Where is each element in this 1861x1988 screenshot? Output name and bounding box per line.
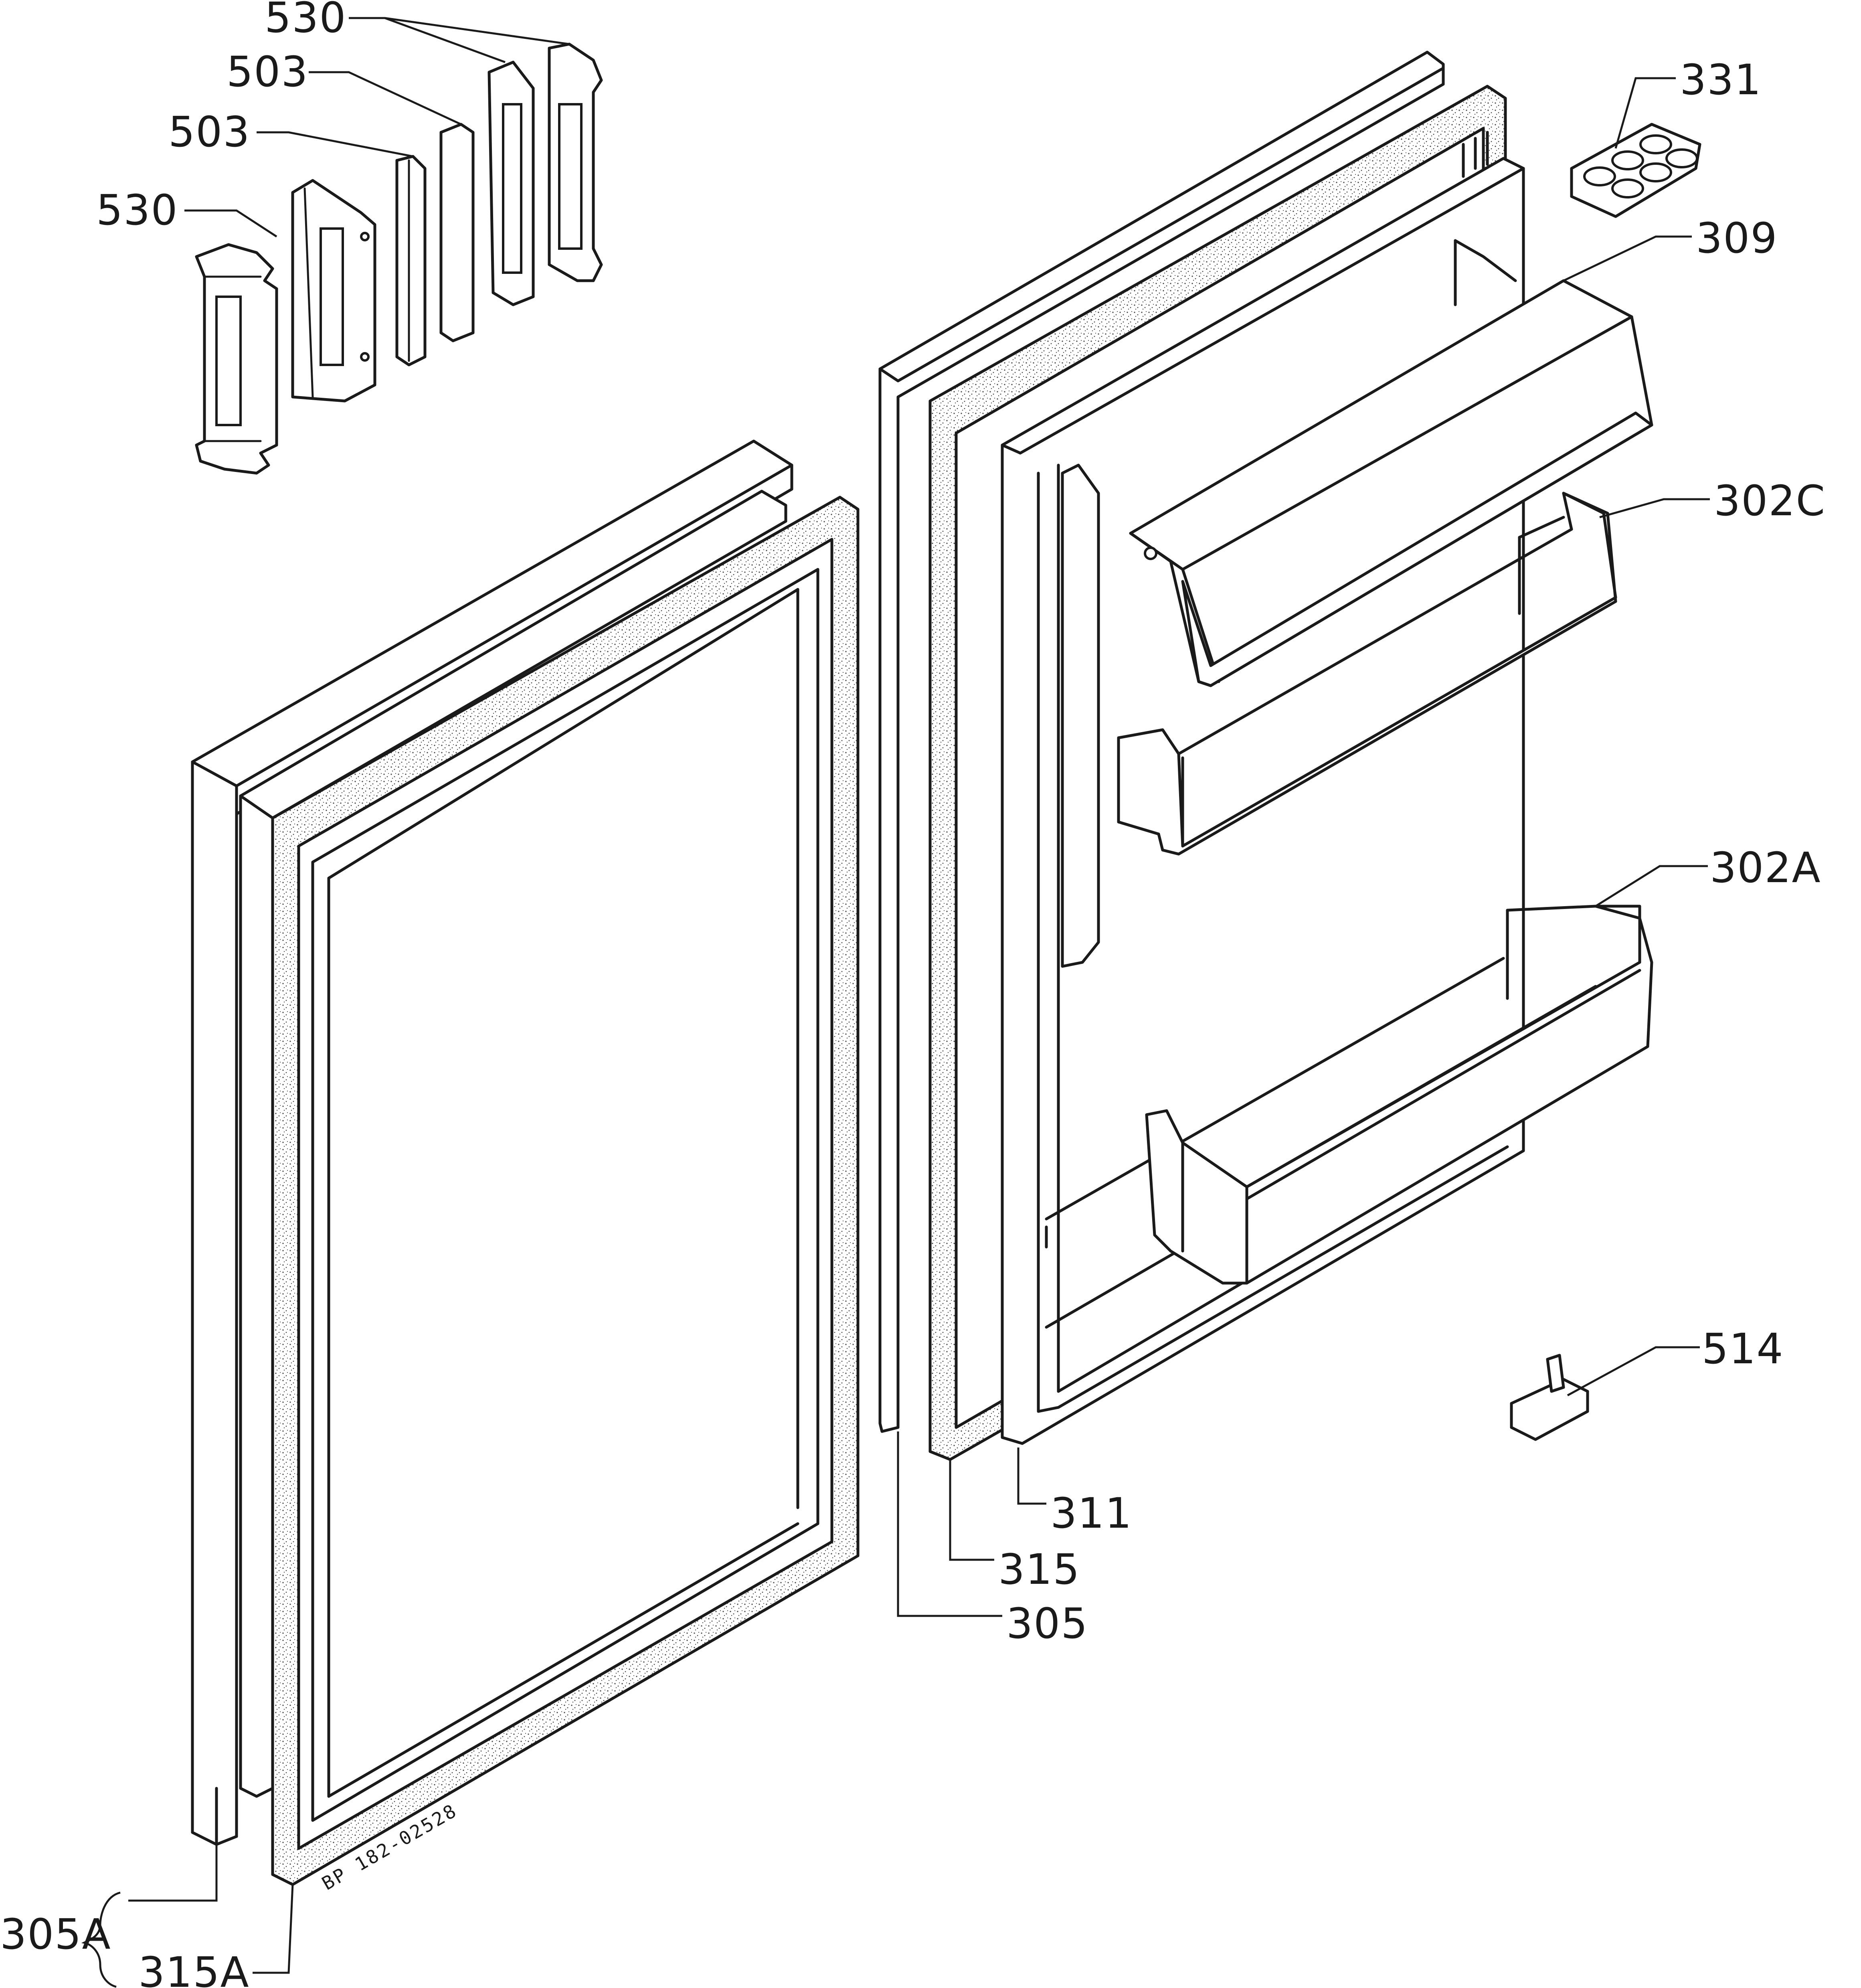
strip-503-top [439,123,475,342]
outer-door-panel-305 [878,51,1445,1433]
hinge-530-left [195,243,278,475]
label-503-top: 503 [227,47,309,96]
label-302C: 302C [1714,476,1826,525]
label-305A: 305A [0,1910,111,1959]
hinge-cover-503-top [488,61,535,306]
label-530-left: 530 [96,186,178,235]
label-331: 331 [1680,55,1762,104]
label-311: 311 [1050,1489,1133,1538]
leader-lines [81,17,1710,1988]
label-302A: 302A [1710,843,1821,892]
label-315A: 315A [138,1948,250,1988]
hinge-530-top [548,43,603,282]
door-shelf-302A [1145,905,1653,1285]
label-530-top: 530 [265,0,347,42]
label-315: 315 [998,1545,1080,1594]
outer-door-panel-305A [191,439,793,1846]
hinge-cover-503-left [291,179,376,403]
strip-503-middle [395,155,427,366]
label-503-mid: 503 [168,107,251,156]
label-309: 309 [1696,214,1778,263]
label-514: 514 [1702,1324,1784,1373]
egg-tray-331 [1570,123,1701,218]
door-gasket-315A [271,496,860,1886]
shelf-cover-309 [1129,279,1653,687]
door-stop-514 [1510,1354,1589,1441]
door-shelf-302C [1117,492,1617,856]
label-305: 305 [1006,1599,1088,1648]
